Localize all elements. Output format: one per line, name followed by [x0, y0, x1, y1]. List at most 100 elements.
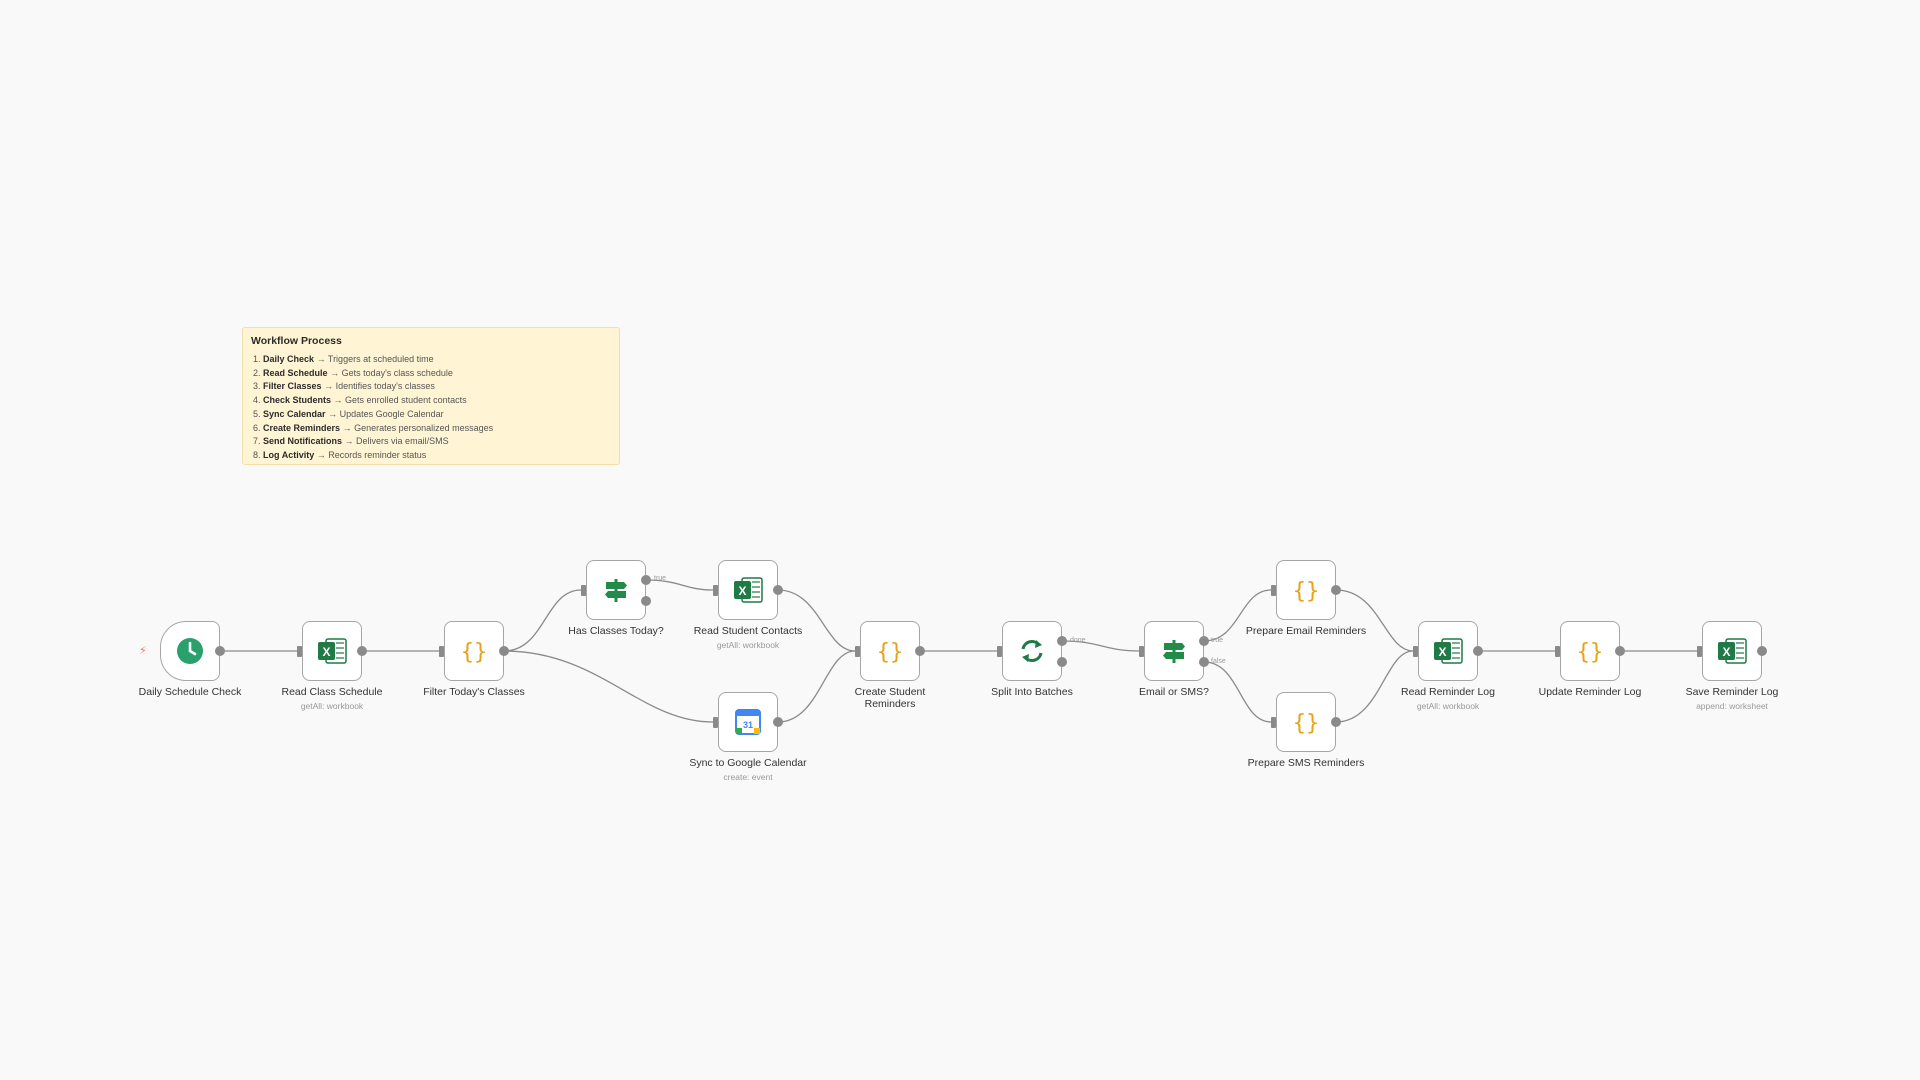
- excel-icon: X: [731, 573, 765, 607]
- code-braces-icon: {}: [1289, 705, 1323, 739]
- node-subtitle: getAll: workbook: [716, 640, 780, 650]
- sticky-step: 6. Create Reminders → Generates personal…: [253, 422, 494, 433]
- node-label: Email or SMS?: [1138, 686, 1210, 698]
- edge-google-calendar-to-create-reminders: [777, 650, 856, 723]
- node-label-line: Create Student: [854, 686, 926, 698]
- node-read-student-contacts[interactable]: X: [718, 560, 778, 620]
- node-save-reminder-log[interactable]: X: [1702, 621, 1762, 681]
- edge-sms-reminders-to-reminder-log: [1335, 650, 1414, 723]
- node-label: Daily Schedule Check: [138, 686, 242, 698]
- google-calendar-icon: 31: [731, 705, 765, 739]
- node-split-into-batches[interactable]: [1002, 621, 1062, 681]
- input-port[interactable]: [1555, 646, 1560, 657]
- node-has-classes-today[interactable]: [586, 560, 646, 620]
- edge-has-classes-to-student-contacts: [645, 579, 714, 591]
- code-braces-icon: {}: [457, 634, 491, 668]
- node-label: Sync to Google Calendar: [689, 757, 807, 769]
- output-port[interactable]: [1473, 646, 1483, 656]
- output-port[interactable]: [1331, 585, 1341, 595]
- output-port[interactable]: [357, 646, 367, 656]
- node-create-student-reminders[interactable]: {}: [860, 621, 920, 681]
- input-port[interactable]: [855, 646, 860, 657]
- output-port-false[interactable]: [1199, 657, 1209, 667]
- sticky-step: 1. Daily Check → Triggers at scheduled t…: [253, 354, 434, 364]
- output-port[interactable]: [773, 585, 783, 595]
- edge-email-reminders-to-reminder-log: [1335, 589, 1414, 652]
- sticky-step: 2. Read Schedule → Gets today's class sc…: [253, 367, 453, 378]
- node-label: Read Student Contacts: [693, 625, 803, 637]
- input-port[interactable]: [713, 717, 718, 728]
- input-port[interactable]: [1697, 646, 1702, 657]
- workflow-process-sticky-note[interactable]: Workflow Process 1. Daily Check → Trigge…: [242, 327, 620, 465]
- output-port-loop[interactable]: [1057, 657, 1067, 667]
- input-port[interactable]: [297, 646, 302, 657]
- edge-email-sms-to-email-reminders: [1203, 589, 1272, 642]
- svg-text:X: X: [322, 645, 330, 659]
- input-port[interactable]: [1271, 585, 1276, 596]
- node-read-reminder-log[interactable]: X: [1418, 621, 1478, 681]
- svg-text:X: X: [1438, 645, 1446, 659]
- node-label: Update Reminder Log: [1538, 686, 1642, 698]
- output-port-true[interactable]: [641, 575, 651, 585]
- node-subtitle: create: event: [723, 772, 773, 782]
- node-label: Has Classes Today?: [568, 625, 664, 637]
- svg-text:{}: {}: [877, 640, 904, 665]
- node-filter-todays-classes[interactable]: {}: [444, 621, 504, 681]
- edge-student-contacts-to-create-reminders: [777, 589, 856, 652]
- node-label: Filter Today's Classes: [423, 686, 525, 698]
- node-sync-google-calendar[interactable]: 31: [718, 692, 778, 752]
- output-port[interactable]: [1757, 646, 1767, 656]
- signpost-icon: [1157, 634, 1191, 668]
- node-label: Split Into Batches: [991, 686, 1073, 698]
- output-port-done[interactable]: [1057, 636, 1067, 646]
- input-port[interactable]: [581, 585, 586, 596]
- input-port[interactable]: [997, 646, 1002, 657]
- excel-icon: X: [315, 634, 349, 668]
- node-email-or-sms[interactable]: [1144, 621, 1204, 681]
- input-port[interactable]: [439, 646, 444, 657]
- signpost-icon: [599, 573, 633, 607]
- edge-email-sms-to-sms-reminders: [1203, 661, 1272, 723]
- sticky-title: Workflow Process: [251, 335, 342, 347]
- svg-text:31: 31: [743, 720, 753, 730]
- svg-text:{}: {}: [1293, 711, 1320, 736]
- node-update-reminder-log[interactable]: {}: [1560, 621, 1620, 681]
- branch-label-done: done: [1070, 637, 1086, 644]
- clock-icon: [173, 634, 207, 668]
- svg-text:{}: {}: [1577, 640, 1604, 665]
- node-label: Read Class Schedule: [281, 686, 383, 698]
- sticky-steps-list: 1. Daily Check → Triggers at scheduled t…: [251, 353, 611, 463]
- node-daily-schedule-check[interactable]: [160, 621, 220, 681]
- input-port[interactable]: [1271, 717, 1276, 728]
- input-port[interactable]: [713, 585, 718, 596]
- svg-text:{}: {}: [461, 640, 488, 665]
- svg-text:{}: {}: [1293, 579, 1320, 604]
- node-label-line: Reminders: [864, 698, 916, 710]
- node-read-class-schedule[interactable]: X: [302, 621, 362, 681]
- output-port[interactable]: [1615, 646, 1625, 656]
- output-port[interactable]: [499, 646, 509, 656]
- node-prepare-sms-reminders[interactable]: {}: [1276, 692, 1336, 752]
- excel-icon: X: [1431, 634, 1465, 668]
- sticky-step: 5. Sync Calendar → Updates Google Calend…: [253, 408, 444, 419]
- svg-text:X: X: [1722, 645, 1730, 659]
- output-port[interactable]: [215, 646, 225, 656]
- edge-split-to-email-or-sms: [1061, 640, 1140, 652]
- input-port[interactable]: [1413, 646, 1418, 657]
- edge-filter-to-google-calendar: [503, 650, 714, 723]
- excel-icon: X: [1715, 634, 1749, 668]
- output-port[interactable]: [1331, 717, 1341, 727]
- node-subtitle: getAll: workbook: [300, 701, 364, 711]
- sticky-step: 4. Check Students → Gets enrolled studen…: [253, 395, 467, 406]
- edge-filter-to-has-classes: [503, 589, 582, 652]
- output-port-false[interactable]: [641, 596, 651, 606]
- output-port[interactable]: [915, 646, 925, 656]
- branch-label-true: true: [654, 575, 667, 582]
- output-port[interactable]: [773, 717, 783, 727]
- node-prepare-email-reminders[interactable]: {}: [1276, 560, 1336, 620]
- node-label: Save Reminder Log: [1685, 686, 1779, 698]
- output-port-true[interactable]: [1199, 636, 1209, 646]
- input-port[interactable]: [1139, 646, 1144, 657]
